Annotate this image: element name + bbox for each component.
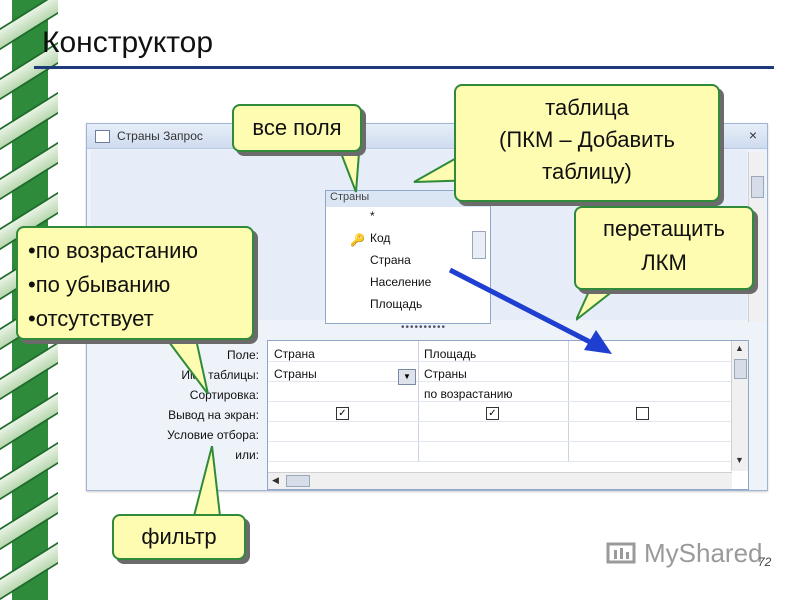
- window-title: Страны Запрос: [117, 129, 203, 143]
- grid-vertical-scrollbar[interactable]: ▲ ▼: [731, 341, 748, 471]
- table-field-list[interactable]: Страны * 🔑 Код Страна Население Площадь: [325, 190, 491, 324]
- show-checkbox-2[interactable]: ✓: [486, 407, 499, 420]
- row-label-or: или:: [235, 448, 259, 462]
- title-underline: [34, 66, 774, 69]
- sort-option-none: •отсутствует: [28, 306, 154, 331]
- callout-drag-line-2: ЛКМ: [641, 250, 687, 275]
- sort-option-ascending: •по возрастанию: [28, 238, 198, 263]
- query-icon: [95, 130, 110, 143]
- design-grid: Страна Страны ▼ Площадь Страны по возрас…: [267, 340, 749, 490]
- row-divider: [268, 441, 732, 442]
- chevron-down-icon[interactable]: ▼: [398, 369, 416, 385]
- cell-sort-2[interactable]: по возрастанию: [424, 387, 513, 401]
- callout-table: таблица (ПКМ – Добавить таблицу): [454, 84, 720, 202]
- callout-drag: перетащить ЛКМ: [574, 206, 754, 290]
- scrollbar-thumb[interactable]: [734, 359, 747, 379]
- watermark-text: MyShared: [644, 538, 763, 568]
- scrollbar-thumb[interactable]: [751, 176, 764, 198]
- row-label-field: Поле:: [226, 348, 259, 362]
- field-item-all[interactable]: *: [370, 209, 375, 223]
- callout-table-line-1: таблица: [545, 95, 629, 120]
- drag-arrow-head: [584, 330, 612, 354]
- pane-splitter[interactable]: ••••••••••: [91, 322, 747, 333]
- callout-table-line-3: таблицу): [542, 159, 632, 184]
- callout-tail: [192, 446, 222, 517]
- scroll-up-icon[interactable]: ▲: [735, 343, 744, 353]
- row-divider: [268, 361, 732, 362]
- field-item-area[interactable]: Площадь: [370, 297, 423, 311]
- row-label-criteria: Условие отбора:: [167, 428, 259, 442]
- row-divider: [268, 421, 732, 422]
- grid-horizontal-scrollbar[interactable]: ◀: [268, 472, 732, 489]
- callout-filter-text: фильтр: [141, 524, 217, 549]
- callout-tail: [158, 330, 209, 395]
- callout-all-fields-text: все поля: [252, 115, 342, 140]
- page-number: 72: [758, 555, 772, 569]
- row-divider: [268, 381, 732, 382]
- myshared-logo-icon: [606, 542, 636, 564]
- close-icon[interactable]: ×: [748, 127, 757, 143]
- cell-table-2[interactable]: Страны: [424, 367, 467, 381]
- callout-tail: [334, 140, 362, 193]
- callout-all-fields: все поля: [232, 104, 362, 152]
- drag-arrow-line: [448, 267, 592, 345]
- row-divider: [268, 401, 732, 402]
- cell-field-2[interactable]: Площадь: [424, 347, 477, 361]
- cell-field-1[interactable]: Страна: [274, 347, 315, 361]
- sort-option-descending: •по убыванию: [28, 272, 171, 297]
- callout-drag-line-1: перетащить: [603, 216, 725, 241]
- callout-table-line-2: (ПКМ – Добавить: [499, 127, 675, 152]
- slide-title: Конструктор: [42, 26, 214, 59]
- show-checkbox-1[interactable]: ✓: [336, 407, 349, 420]
- scrollbar-thumb[interactable]: [286, 475, 310, 487]
- field-list-scrollbar[interactable]: [472, 231, 486, 259]
- callout-sort-options: •по возрастанию •по убыванию •отсутствуе…: [16, 226, 254, 340]
- field-item-population[interactable]: Население: [370, 275, 432, 289]
- cell-table-1[interactable]: Страны: [274, 367, 317, 381]
- callout-filter: фильтр: [112, 514, 246, 560]
- key-icon: 🔑: [350, 233, 365, 247]
- row-divider: [268, 461, 732, 462]
- field-item-country[interactable]: Страна: [370, 253, 411, 267]
- show-checkbox-3[interactable]: [636, 407, 649, 420]
- scroll-down-icon[interactable]: ▼: [735, 455, 744, 465]
- splitter-grip-icon: ••••••••••: [401, 322, 447, 333]
- row-label-show: Вывод на экран:: [168, 408, 259, 422]
- scroll-left-icon[interactable]: ◀: [272, 475, 279, 485]
- table-field-list-header[interactable]: Страны: [326, 191, 490, 207]
- field-item-code[interactable]: Код: [370, 231, 391, 245]
